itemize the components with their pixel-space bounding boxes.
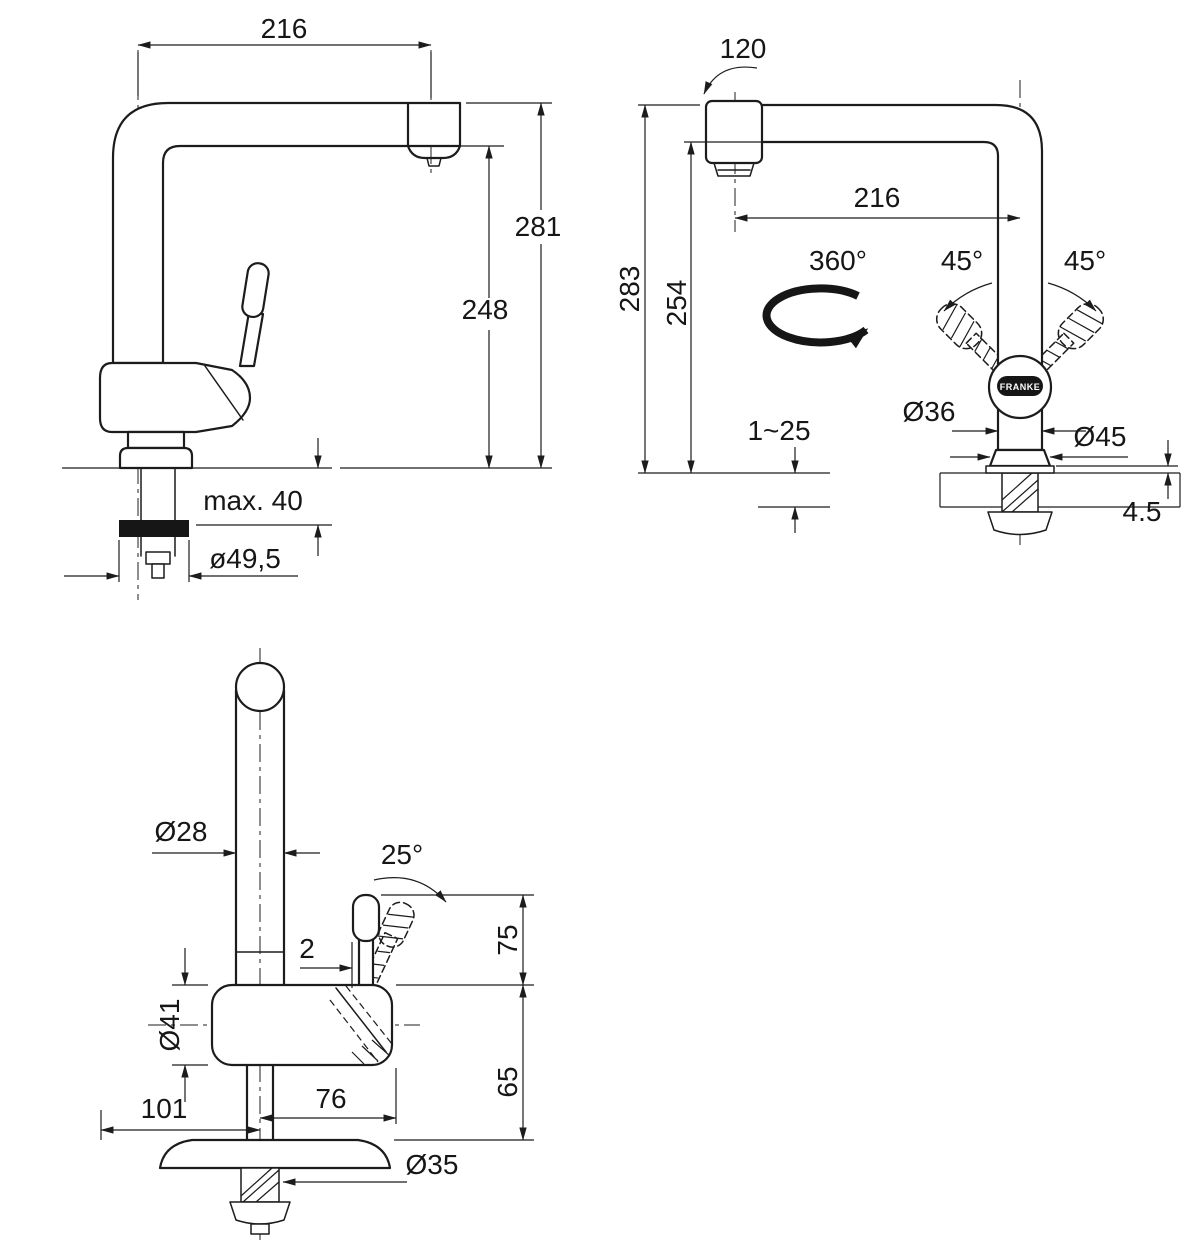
dim-front-base-diameter: Ø45 xyxy=(1074,421,1127,452)
dim-rear-lever-offset: 2 xyxy=(299,933,315,964)
handle-knob xyxy=(241,262,270,319)
handle-shaft xyxy=(238,310,265,368)
brand-badge xyxy=(997,376,1043,396)
dim-rear-lever-length: 75 xyxy=(492,924,523,955)
dim-side-seal-diameter: ø49,5 xyxy=(209,543,281,574)
brand-badge-label: FRANKE xyxy=(1000,382,1041,392)
rear-view: Ø28 25° 2 75 65 Ø41 101 76 Ø35 xyxy=(100,648,534,1240)
dim-side-max-counter: max. 40 xyxy=(203,485,303,516)
dim-side-total-height: 281 xyxy=(515,211,562,242)
dim-rear-tube-diameter: Ø28 xyxy=(155,816,208,847)
dim-front-body-swivel: 360° xyxy=(809,245,867,276)
front-view: FRANKE 120 360° 45° 45° 216 283 254 1~25 xyxy=(614,33,1181,545)
spout-bend-section xyxy=(234,661,286,713)
dim-front-lever-left: 45° xyxy=(941,245,983,276)
dim-rear-side-clearance: 101 xyxy=(141,1093,188,1124)
side-view: 216 281 248 max. 40 ø49,5 xyxy=(62,13,561,600)
dim-front-plate-thickness: 4.5 xyxy=(1123,496,1162,527)
dim-front-head-swivel: 120 xyxy=(720,33,767,64)
dim-front-spout-height: 254 xyxy=(661,280,692,327)
dim-rear-lever-angle: 25° xyxy=(381,839,423,870)
dim-front-lever-right: 45° xyxy=(1064,245,1106,276)
dim-rear-shank-diameter: Ø35 xyxy=(406,1149,459,1180)
dim-rear-body-diameter: Ø41 xyxy=(154,999,185,1052)
dim-rear-body-height: 65 xyxy=(492,1066,523,1097)
dim-front-reach: 216 xyxy=(854,182,901,213)
swivel-arrow xyxy=(762,284,869,349)
spout-head xyxy=(704,99,764,165)
dim-front-total-height: 283 xyxy=(614,266,645,313)
dim-rear-lever-reach: 76 xyxy=(315,1083,346,1114)
escutcheon xyxy=(158,1138,392,1170)
dim-front-tube-diameter: Ø36 xyxy=(903,396,956,427)
seal-band xyxy=(119,520,189,537)
mixer-body-rear xyxy=(210,983,394,1067)
mixer-body xyxy=(98,361,252,434)
dim-front-mount-range: 1~25 xyxy=(747,415,810,446)
dim-side-reach: 216 xyxy=(261,13,308,44)
dim-side-spout-height: 248 xyxy=(462,294,509,325)
